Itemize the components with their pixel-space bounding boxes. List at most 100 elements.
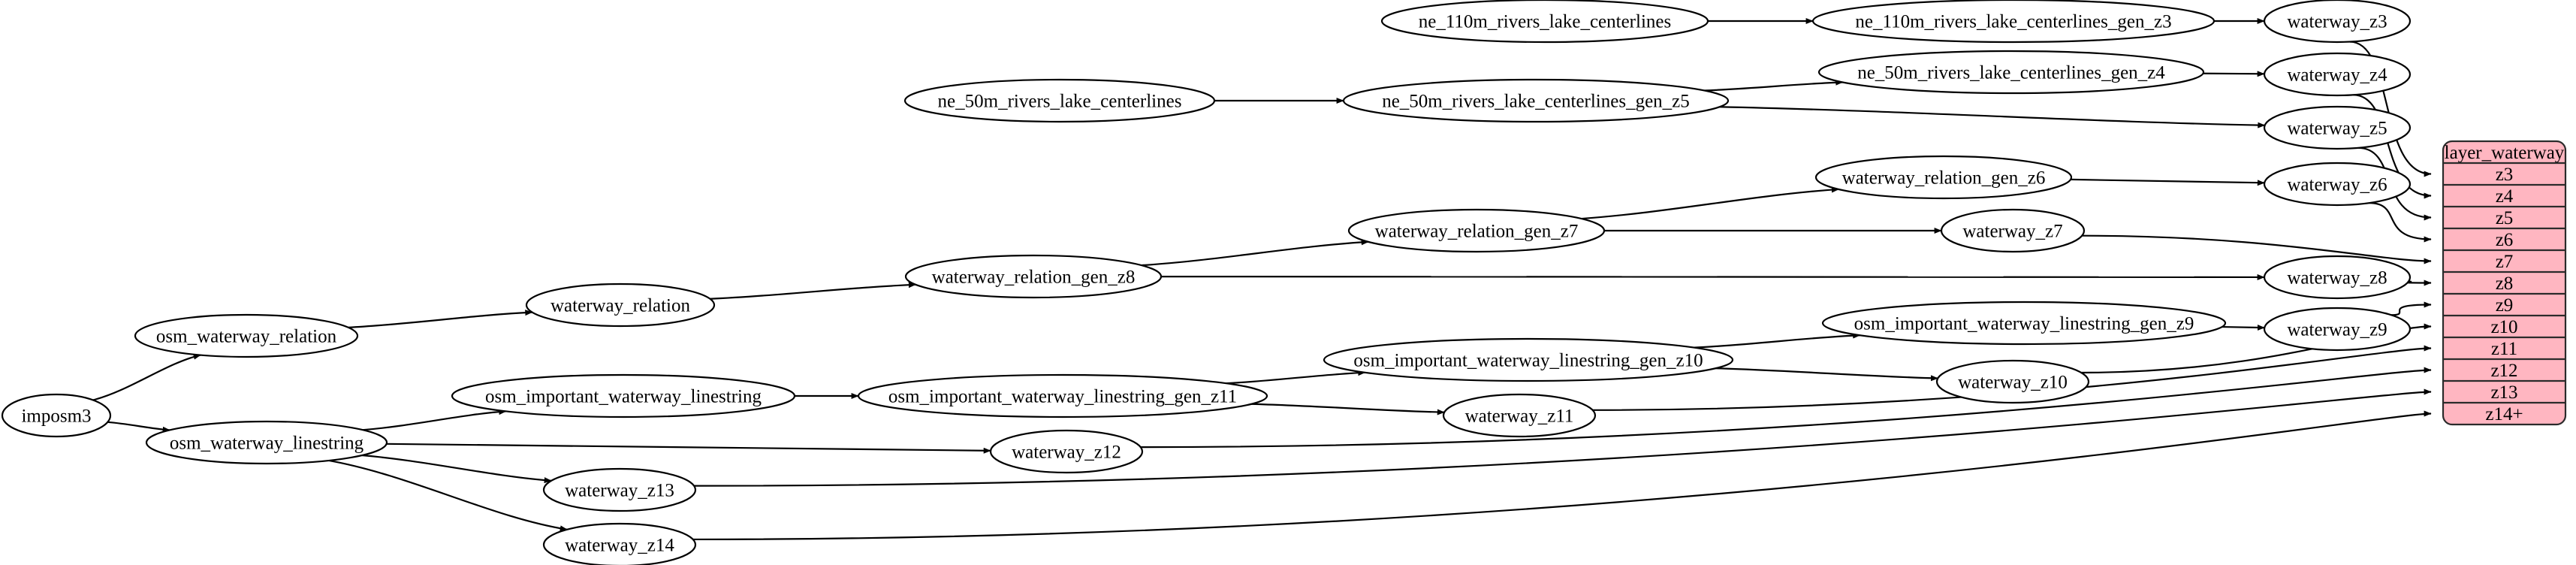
node-waterway_z3[interactable]: waterway_z3 — [2263, 0, 2412, 44]
node-ellipse — [2263, 52, 2412, 97]
table-title: layer_waterway — [2445, 143, 2565, 163]
table-row-z8[interactable]: z8 — [2496, 273, 2514, 294]
edge-waterway_relation_gen_z8-to-waterway_relation_gen_z7 — [1141, 239, 1369, 267]
table-row-z3[interactable]: z3 — [2496, 165, 2514, 185]
node-ne_50m_rivers_lake_centerlines_gen_z5[interactable]: ne_50m_rivers_lake_centerlines_gen_z5 — [1342, 78, 1730, 123]
table-row-z6[interactable]: z6 — [2496, 230, 2514, 250]
edge-osm_important_waterway_linestring_gen_z10-to-waterway_z10 — [1715, 367, 1938, 382]
table-row-z7[interactable]: z7 — [2496, 252, 2514, 272]
node-label: waterway_z10 — [1958, 373, 2068, 393]
edge-ne_50m_rivers_lake_centerlines_gen_z5-to-ne_50m_rivers_lake_centerlines_gen_z4 — [1704, 79, 1844, 92]
node-waterway_relation[interactable]: waterway_relation — [525, 282, 716, 328]
node-waterway_z7[interactable]: waterway_z7 — [1940, 208, 2086, 253]
table-outline — [2442, 140, 2567, 426]
node-waterway_z4[interactable]: waterway_z4 — [2263, 52, 2412, 97]
node-ellipse — [1935, 359, 2090, 404]
node-waterway_z10[interactable]: waterway_z10 — [1935, 359, 2090, 404]
node-imposm3[interactable]: imposm3 — [1, 393, 112, 438]
node-osm_important_waterway_linestring_gen_z9[interactable]: osm_important_waterway_linestring_gen_z9 — [1821, 301, 2227, 346]
node-waterway_relation_gen_z8[interactable]: waterway_relation_gen_z8 — [904, 254, 1163, 299]
edge-imposm3-to-osm_waterway_relation — [92, 353, 201, 401]
node-label: osm_waterway_linestring — [170, 434, 364, 454]
node-ellipse — [2263, 162, 2412, 207]
node-ne_110m_rivers_lake_centerlines[interactable]: ne_110m_rivers_lake_centerlines — [1380, 0, 1709, 44]
node-label: waterway_z8 — [2287, 268, 2387, 289]
node-label: waterway_z4 — [2287, 65, 2387, 86]
node-waterway_z14[interactable]: waterway_z14 — [542, 522, 697, 565]
node-waterway_relation_gen_z7[interactable]: waterway_relation_gen_z7 — [1347, 208, 1606, 253]
node-ellipse — [2263, 255, 2412, 300]
node-waterway_relation_gen_z6[interactable]: waterway_relation_gen_z6 — [1814, 155, 2073, 200]
node-osm_important_waterway_linestring_gen_z10[interactable]: osm_important_waterway_linestring_gen_z1… — [1323, 337, 1734, 382]
node-ne_50m_rivers_lake_centerlines[interactable]: ne_50m_rivers_lake_centerlines — [903, 78, 1216, 123]
node-ne_110m_rivers_lake_centerlines_gen_z3[interactable]: ne_110m_rivers_lake_centerlines_gen_z3 — [1811, 0, 2216, 44]
node-label: waterway_z12 — [1012, 443, 1121, 463]
table-layer-waterway[interactable]: layer_waterwayz3z4z5z6z7z8z9z10z11z12z13… — [2442, 140, 2567, 426]
node-waterway_z5[interactable]: waterway_z5 — [2263, 105, 2412, 150]
node-label: waterway_relation_gen_z6 — [1842, 168, 2046, 189]
node-label: waterway_z3 — [2287, 12, 2387, 32]
node-ne_50m_rivers_lake_centerlines_gen_z4[interactable]: ne_50m_rivers_lake_centerlines_gen_z4 — [1817, 50, 2205, 95]
node-label: waterway_z11 — [1465, 406, 1574, 427]
node-label: imposm3 — [21, 406, 91, 427]
edge-osm_waterway_linestring-to-waterway_z13 — [361, 454, 552, 484]
node-waterway_z6[interactable]: waterway_z6 — [2263, 162, 2412, 207]
edge-waterway_z7-to-layer_waterway.z7 — [2082, 234, 2432, 264]
table-row-z13[interactable]: z13 — [2490, 382, 2517, 403]
table-row-z14+[interactable]: z14+ — [2485, 404, 2523, 425]
edge-waterway_relation_gen_z8-to-waterway_z8 — [1160, 273, 2265, 280]
table-row-z12[interactable]: z12 — [2490, 361, 2517, 381]
node-waterway_z13[interactable]: waterway_z13 — [542, 467, 697, 512]
table-row-z9[interactable]: z9 — [2496, 295, 2514, 316]
node-label: waterway_z6 — [2287, 175, 2387, 195]
node-ellipse — [904, 254, 1163, 299]
node-label: ne_50m_rivers_lake_centerlines — [938, 92, 1182, 112]
table-row-z5[interactable]: z5 — [2496, 208, 2514, 228]
edge-osm_waterway_relation-to-waterway_relation — [348, 310, 533, 328]
node-label: ne_50m_rivers_lake_centerlines_gen_z5 — [1382, 92, 1690, 112]
node-label: waterway_relation_gen_z7 — [1375, 222, 1579, 242]
node-osm_waterway_relation[interactable]: osm_waterway_relation — [134, 313, 359, 358]
layer-waterway-table: layer_waterwayz3z4z5z6z7z8z9z10z11z12z13… — [2442, 140, 2567, 426]
edge-waterway_z12-to-layer_waterway.z12 — [1140, 367, 2432, 449]
node-label: ne_110m_rivers_lake_centerlines — [1419, 12, 1671, 32]
node-ellipse — [525, 282, 716, 328]
node-waterway_z12[interactable]: waterway_z12 — [989, 429, 1144, 474]
node-ellipse — [1342, 78, 1730, 123]
table-row-z11[interactable]: z11 — [2491, 339, 2517, 359]
edge-waterway_z3-to-layer_waterway.z3 — [2349, 41, 2432, 177]
node-ellipse — [542, 467, 697, 512]
node-waterway_z9[interactable]: waterway_z9 — [2263, 307, 2412, 352]
edge-waterway_z4-to-layer_waterway.z4 — [2353, 94, 2432, 199]
node-label: osm_important_waterway_linestring_gen_z1… — [888, 387, 1237, 407]
edge-ne_50m_rivers_lake_centerlines_gen_z5-to-waterway_z5 — [1719, 106, 2266, 128]
edge-osm_waterway_linestring-to-waterway_z14 — [328, 459, 568, 532]
node-label: waterway_z9 — [2287, 320, 2387, 340]
node-waterway_z11[interactable]: waterway_z11 — [1442, 393, 1597, 438]
node-label: waterway_z7 — [1962, 222, 2062, 242]
node-ellipse — [145, 420, 388, 465]
edge-imposm3-to-osm_waterway_linestring — [107, 421, 170, 433]
node-ellipse — [451, 373, 796, 418]
node-osm_important_waterway_linestring_gen_z11[interactable]: osm_important_waterway_linestring_gen_z1… — [857, 373, 1268, 418]
node-label: osm_important_waterway_linestring — [485, 387, 762, 407]
node-ellipse — [1811, 0, 2216, 44]
node-osm_important_waterway_linestring[interactable]: osm_important_waterway_linestring — [451, 373, 796, 418]
table-row-z10[interactable]: z10 — [2490, 317, 2517, 337]
node-label: ne_110m_rivers_lake_centerlines_gen_z3 — [1855, 12, 2171, 32]
node-label: waterway_relation — [550, 296, 691, 316]
node-osm_waterway_linestring[interactable]: osm_waterway_linestring — [145, 420, 388, 465]
node-waterway_z8[interactable]: waterway_z8 — [2263, 255, 2412, 300]
node-ellipse — [1, 393, 112, 438]
edge-osm_important_waterway_linestring_gen_z10-to-osm_important_waterway_linestring_gen_z9 — [1694, 332, 1861, 349]
table-row-z4[interactable]: z4 — [2496, 186, 2514, 207]
edge-waterway_z6-to-layer_waterway.z6 — [2369, 202, 2432, 243]
edge-osm_waterway_linestring-to-osm_important_waterway_linestring — [363, 409, 507, 431]
edge-waterway_z9-to-layer_waterway.z9 — [2391, 301, 2432, 316]
node-label: ne_50m_rivers_lake_centerlines_gen_z4 — [1857, 63, 2165, 83]
node-ellipse — [1323, 337, 1734, 382]
edge-layer — [92, 18, 2432, 541]
node-ellipse — [134, 313, 359, 358]
edge-waterway_z11-to-layer_waterway.z11 — [1592, 345, 2432, 411]
